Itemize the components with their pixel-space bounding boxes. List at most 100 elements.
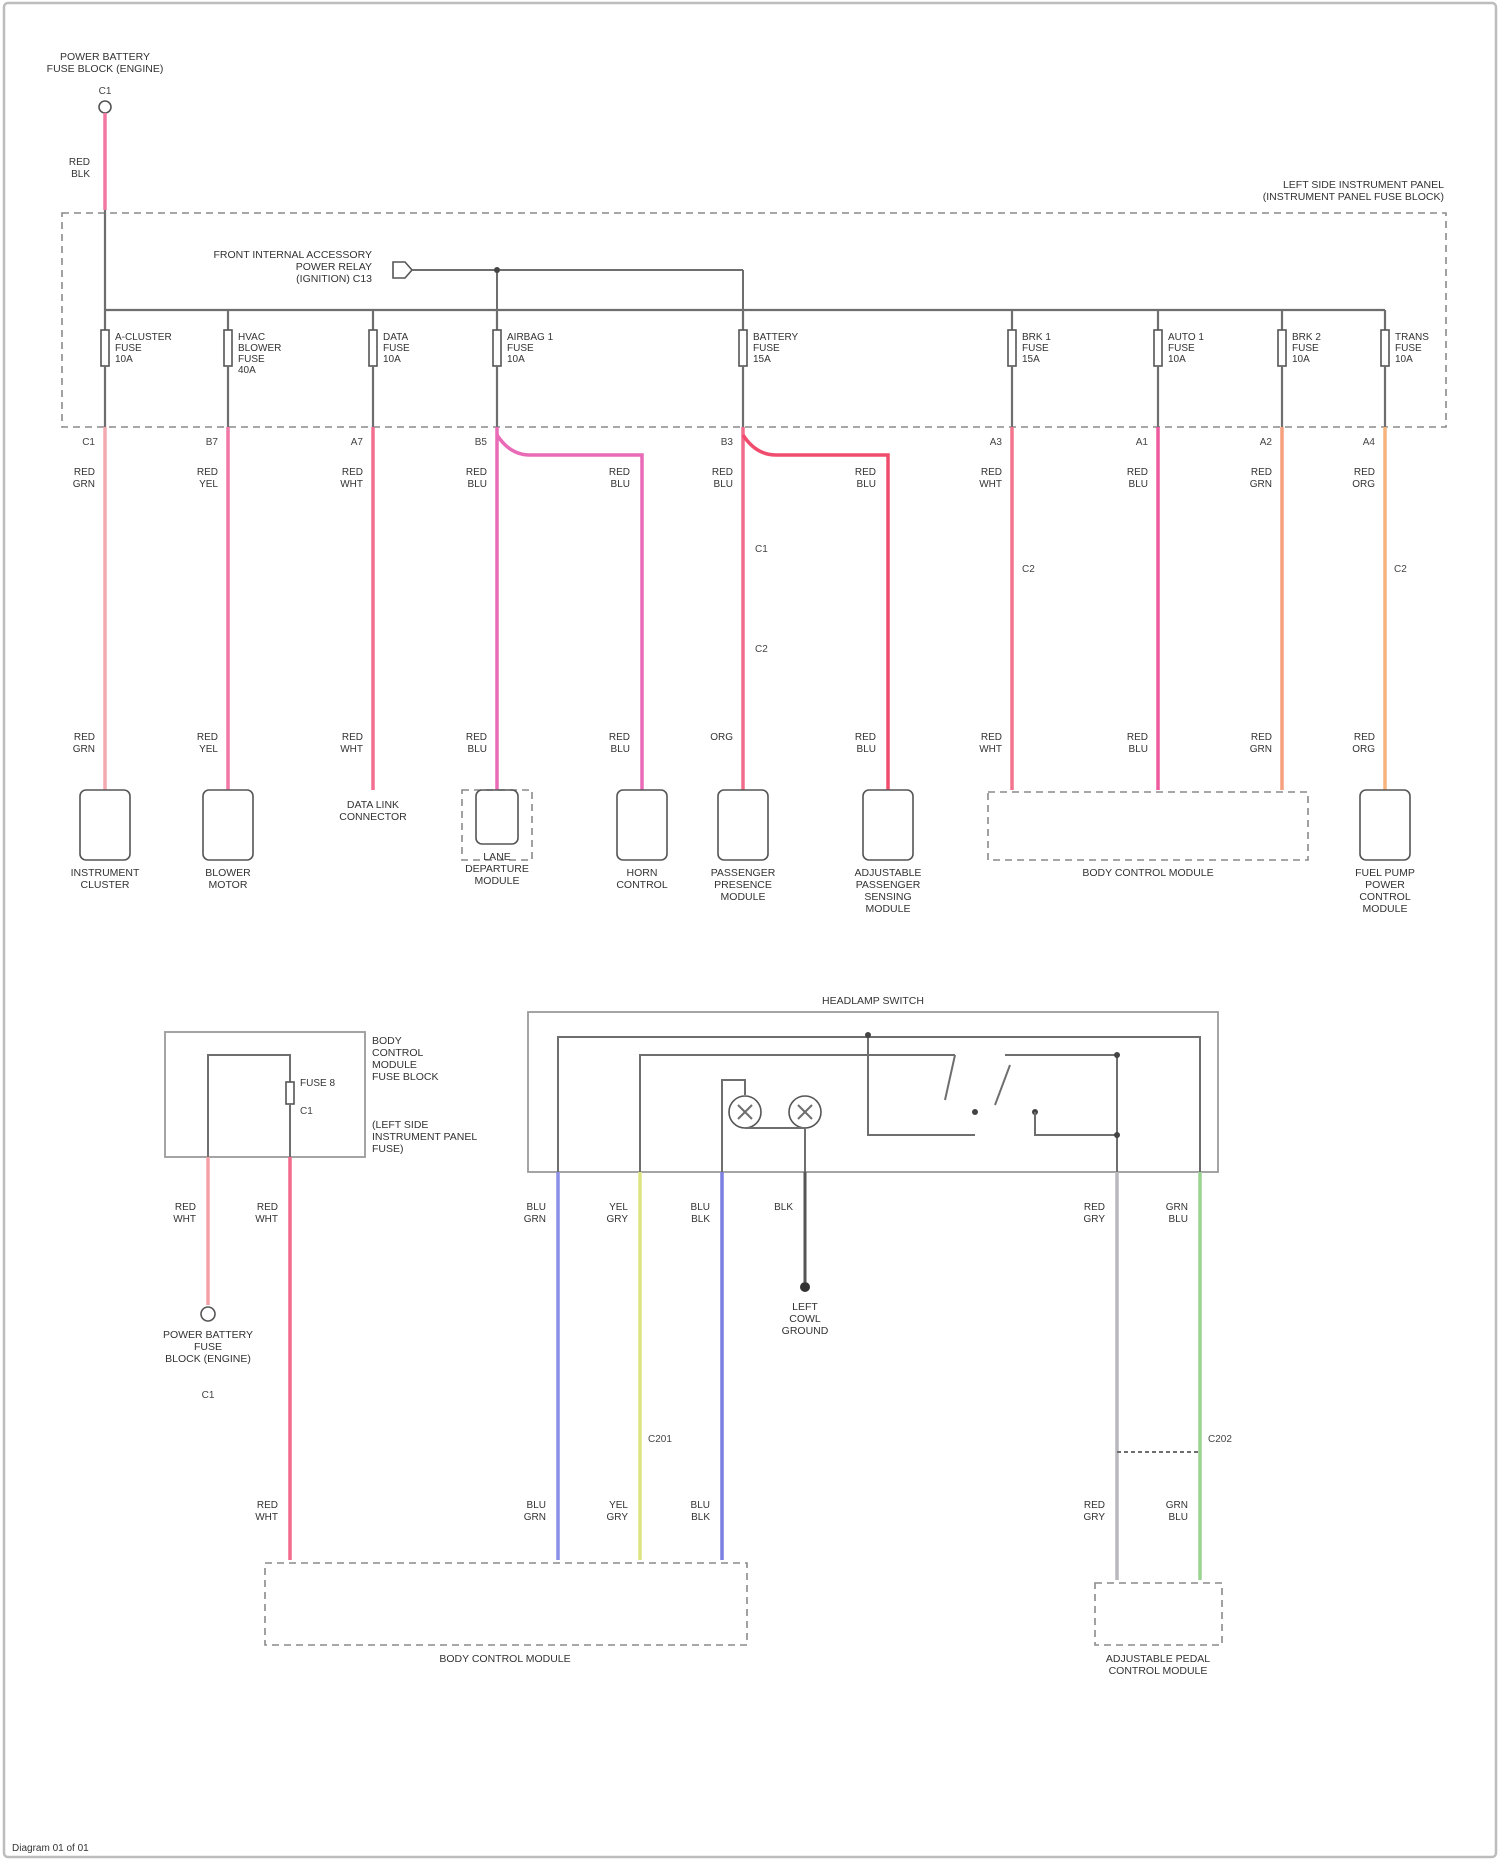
inline-connector: C2 [755,644,768,655]
instrument-cluster [80,790,130,860]
fuse-pin: A7 [351,437,364,448]
ground-label: LEFTCOWLGROUND [782,1301,829,1337]
passenger-presence-module [718,790,768,860]
body-control-module-top-label: BODY CONTROL MODULE [1082,867,1213,879]
switch-lamp-1-filament [738,1105,752,1119]
fuse-block-box [62,213,1446,427]
occupant-sensing-module [863,790,913,860]
horn-control [617,790,667,860]
fuse-symbol [1278,330,1286,366]
wire-blk-label: BLK [774,1202,793,1213]
fuse-wire-label-top: REDGRN [73,467,95,490]
fuse-symbol [1154,330,1162,366]
switch-out-path [1035,1112,1117,1135]
switch-node-5 [865,1032,871,1038]
bcm-fuse-block-sublabel: (LEFT SIDEINSTRUMENT PANELFUSE) [372,1119,477,1155]
inline-connector: C1 [755,544,768,555]
fuse-pin: A4 [1363,437,1376,448]
bcm-fuse-label: FUSE 8 [300,1078,335,1089]
switch-node-3 [1114,1052,1120,1058]
passenger-presence-module-label: PASSENGERPRESENCEMODULE [711,867,776,903]
blower-motor-label: BLOWERMOTOR [205,867,251,891]
fuse-pin: B5 [475,437,488,448]
fuse-symbol [1008,330,1016,366]
fuse-symbol [1381,330,1389,366]
fuse-pin: B3 [721,437,734,448]
fuse-symbol [101,330,109,366]
body-control-module-top [988,792,1308,860]
inline-connector-trans: C2 [1394,564,1407,575]
fuse-pin: A3 [990,437,1003,448]
fuse-symbol [224,330,232,366]
headlamp-switch-label: HEADLAMP SWITCH [822,995,924,1007]
footer-text: Diagram 01 of 01 [12,1843,89,1854]
bcm-fuse-symbol [286,1082,294,1104]
connector-c201: C201 [648,1434,672,1445]
fuse-pin: A1 [1136,437,1149,448]
fuse-wire-label-bot: REDYEL [197,732,219,755]
fuse-symbol [739,330,747,366]
top-source-pin: C1 [99,86,112,97]
outer-frame [4,3,1496,1857]
switch-internal-right [1005,1055,1117,1172]
battery-branch-label-bot: REDBLU [855,732,876,755]
wire-grn-blu-label-top: GRNBLU [1166,1202,1188,1225]
fuse-pin: A2 [1260,437,1273,448]
fuse-pin: C1 [82,437,95,448]
fuse-symbol [493,330,501,366]
wire-bcm-feed-label-top: REDWHT [255,1202,278,1225]
switch-node-4 [1114,1132,1120,1138]
accessory-relay-symbol [393,262,412,278]
fuel-pump-control-module-label: FUEL PUMPPOWERCONTROLMODULE [1355,867,1415,915]
data-link-connector-label: DATA LINKCONNECTOR [339,799,407,823]
source2-pin: C1 [202,1390,215,1401]
ground-terminal [800,1282,810,1292]
switch-lamp-2-filament [798,1105,812,1119]
